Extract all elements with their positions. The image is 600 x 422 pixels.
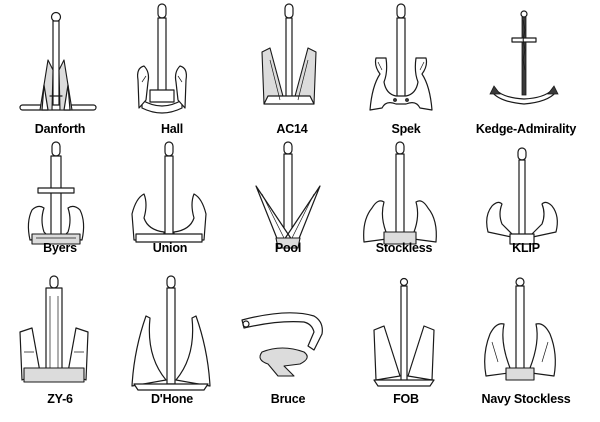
anchor-cell-ac14: AC14 bbox=[232, 0, 352, 140]
anchor-cell-kedge-admirality: Kedge-Admirality bbox=[466, 0, 586, 140]
anchor-label: Pool bbox=[274, 241, 302, 255]
anchor-cell-fob: FOB bbox=[346, 272, 466, 412]
dhone-anchor-icon bbox=[131, 275, 211, 391]
bruce-anchor-icon bbox=[241, 312, 323, 377]
fob-anchor-icon bbox=[373, 277, 435, 387]
kedge-admirality-anchor-icon bbox=[489, 10, 559, 105]
ac14-anchor-icon bbox=[261, 3, 317, 105]
anchor-cell-hall: Hall bbox=[112, 0, 232, 140]
navy-stockless-anchor-icon bbox=[484, 277, 556, 381]
spek-anchor-icon bbox=[369, 3, 433, 111]
anchor-label: FOB bbox=[393, 392, 419, 406]
anchor-cell-zy6: ZY-6 bbox=[0, 272, 120, 412]
anchor-cell-spek: Spek bbox=[346, 0, 466, 140]
anchor-cell-bruce: Bruce bbox=[228, 272, 348, 412]
klip-anchor-icon bbox=[486, 147, 558, 245]
anchor-label: Bruce bbox=[270, 392, 306, 406]
anchor-cell-stockless: Stockless bbox=[344, 138, 464, 278]
pool-anchor-icon bbox=[255, 141, 321, 249]
union-anchor-icon bbox=[131, 141, 207, 243]
anchor-cell-union: Union bbox=[110, 138, 230, 278]
zy6-anchor-icon bbox=[19, 275, 89, 383]
byers-anchor-icon bbox=[27, 141, 85, 245]
anchor-cell-danforth: Danforth bbox=[0, 0, 120, 140]
anchor-label: Navy Stockless bbox=[481, 392, 571, 406]
anchor-label: KLIP bbox=[512, 241, 540, 255]
anchor-label: Union bbox=[152, 241, 188, 255]
anchor-label: ZY-6 bbox=[47, 392, 73, 406]
anchor-label: Byers bbox=[43, 241, 77, 255]
anchor-label: Stockless bbox=[375, 241, 433, 255]
stockless-anchor-icon bbox=[363, 141, 437, 245]
anchor-cell-pool: Pool bbox=[228, 138, 348, 278]
anchor-cell-dhone: D'Hone bbox=[112, 272, 232, 412]
anchor-cell-navy-stockless: Navy Stockless bbox=[466, 272, 586, 412]
hall-anchor-icon bbox=[137, 3, 187, 114]
anchor-label: D'Hone bbox=[150, 392, 194, 406]
anchor-cell-byers: Byers bbox=[0, 138, 120, 278]
anchor-label: Spek bbox=[391, 122, 421, 136]
anchor-cell-klip: KLIP bbox=[466, 138, 586, 278]
danforth-anchor-icon bbox=[19, 11, 97, 111]
anchor-label: AC14 bbox=[276, 122, 308, 136]
anchor-label: Hall bbox=[160, 122, 184, 136]
anchor-label: Kedge-Admirality bbox=[475, 122, 577, 136]
anchor-label: Danforth bbox=[34, 122, 86, 136]
